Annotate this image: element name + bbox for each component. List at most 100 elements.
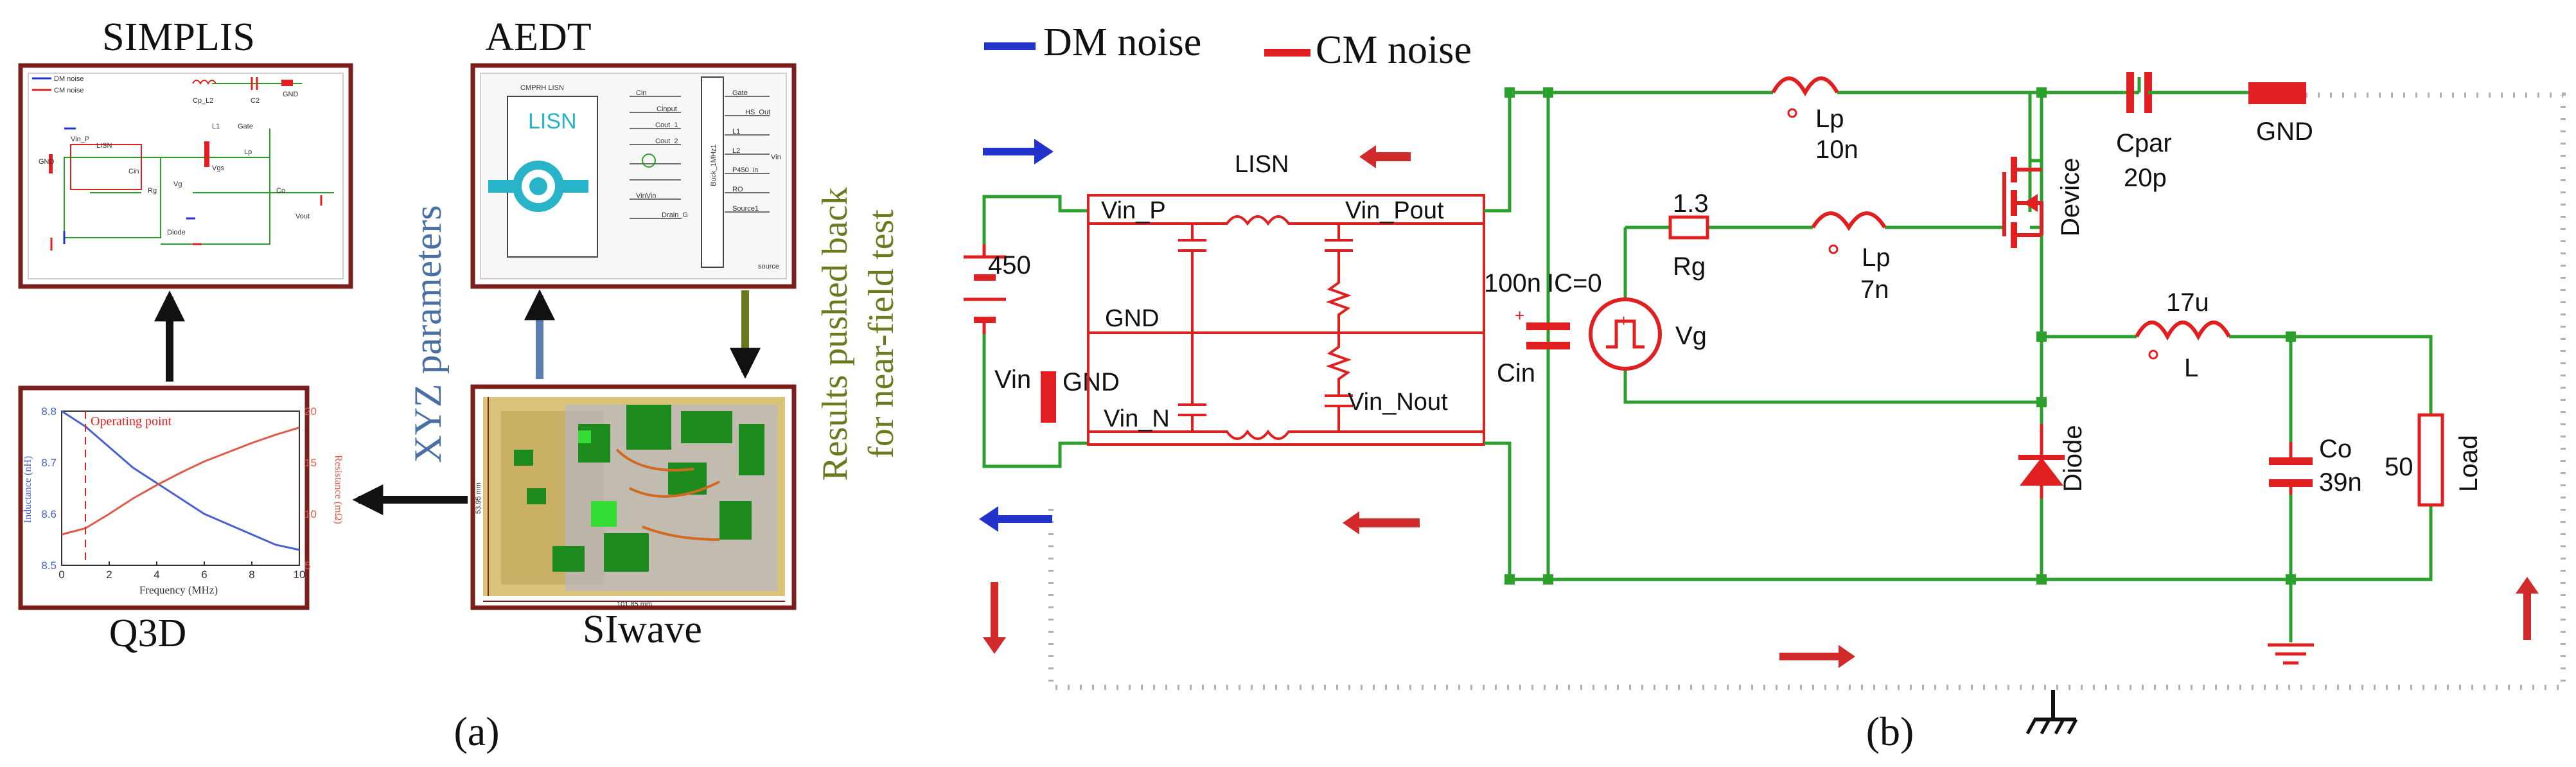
svg-text:+: + [1515,306,1524,325]
svg-text:Cout_2: Cout_2 [655,137,678,145]
svg-text:Vin_P: Vin_P [71,136,89,143]
svg-text:L2: L2 [732,147,740,155]
q3d-ylabel-left: Inductance (nH) [22,456,33,523]
svg-text:Vout: Vout [296,213,310,220]
legend-dm-label: DM noise [1043,21,1201,64]
simplis-legend-dm: DM noise [54,75,84,83]
cin-ic: IC=0 [1547,269,1602,297]
lp-top-inductor [1771,76,1839,97]
aedt-schematic: CMPRH LISN LISN Buck_1MHz1 Cin Cinput Co… [470,63,797,289]
svg-text:Cin: Cin [636,89,647,97]
q3d-y-right-tick-label: 10 [304,508,317,520]
svg-text:GND: GND [39,158,55,166]
cpar-value: 20p [2124,164,2167,192]
cpar-label: Cpar [2116,129,2172,157]
aedt-title: AEDT [485,15,591,59]
svg-text:+: + [1619,311,1628,330]
diode-label: Diode [2059,425,2087,492]
l-value: 17u [2166,288,2209,317]
q3d-x-tick-label: 10 [294,569,306,581]
ground-symbol-output [2268,643,2314,665]
chassis-ground-icon [2025,690,2078,735]
svg-text:Lp: Lp [244,148,252,156]
device-label: Device [2056,158,2085,236]
q3d-plot-area [61,410,300,566]
vg-source: + [1589,297,1662,371]
vin-pout-label: Vin_Pout [1345,197,1444,224]
mosfet-device [2002,157,2043,248]
co-label: Co [2319,435,2352,463]
results-label-2: for near-field test [861,209,901,459]
lp-gate-label: Lp [1862,243,1891,272]
gnd-block-source [1041,371,1056,423]
cin-capacitor: + [1515,306,1570,349]
simplis-title: SIMPLIS [102,15,255,59]
panel-a: SIMPLIS DM noise CM noise Cp_L2 C2 GND V… [18,15,901,754]
load-resistor [2417,413,2444,507]
aedt-component: CMPRH LISN [520,84,564,92]
q3d-y-tick-label: 8.7 [41,457,57,469]
svg-text:Gate: Gate [732,89,748,97]
xyz-parameters-label: XYZ parameters [407,205,449,463]
q3d-x-tick-label: 8 [249,569,254,581]
cin-label: Cin [1497,359,1535,387]
q3d-chart: Frequency (MHz) Inductance (nH) Resistan… [22,405,344,596]
q3d-y-tick-label: 8.8 [41,405,57,418]
panel-b: DM noise CM noise 450 Vin GND [964,21,2566,754]
svg-text:Source1: Source1 [732,205,759,213]
q3d-x-tick-label: 2 [106,569,112,581]
rg-resistor [1668,215,1709,240]
cm-arrow-mid [1343,511,1420,534]
svg-text:L1: L1 [212,123,220,130]
vin-source [964,244,1006,334]
svg-text:C2: C2 [251,97,260,105]
q3d-y-tick-label: 8.6 [41,508,57,520]
svg-text:Vin: Vin [771,154,781,161]
siwave-dim-horizontal: 101.85 mm [617,601,652,608]
cin-value: 100n [1484,269,1541,297]
q3d-y-right-tick-label: 5 [304,560,310,572]
svg-text:Cout_1: Cout_1 [655,121,678,129]
svg-text:Rg: Rg [148,187,157,195]
svg-text:Gate: Gate [238,123,253,130]
gnd-mid-label: GND [1105,305,1159,332]
load-value: 50 [2385,453,2413,481]
q3d-ylabel-right: Resistance (mΩ) [333,455,344,524]
svg-text:source: source [758,263,779,270]
q3d-y-tick-label: 8.5 [41,560,57,572]
simplis-schematic: DM noise CM noise Cp_L2 C2 GND Vin_P LIS… [18,63,353,289]
siwave-dim-vertical: 53.95 mm [475,482,482,514]
lp-top-value: 10n [1815,136,1858,164]
svg-text:P450_in: P450_in [732,166,758,174]
panel-a-label: (a) [454,709,499,754]
cpar-capacitor [2126,72,2248,113]
svg-text:GND: GND [283,91,299,98]
vin-nout-label: Vin_Nout [1348,389,1448,416]
dm-arrow-top [983,139,1054,164]
svg-text:Drain_G: Drain_G [662,211,688,219]
svg-text:HS_Out: HS_Out [745,109,770,116]
co-capacitor [2269,442,2313,495]
svg-text:Vg: Vg [173,181,182,188]
q3d-x-tick-label: 0 [58,569,64,581]
siwave-title: SIwave [583,608,702,651]
q3d-y-right-tick-label: 15 [304,457,317,469]
results-label-1: Results pushed back [815,187,855,480]
q3d-annotation: Operating point [91,414,172,428]
load-label: Load [2455,435,2483,492]
vin-n-label: Vin_N [1104,405,1170,432]
l-label: L [2184,354,2198,382]
svg-text:Co: Co [276,187,285,195]
svg-text:Cin: Cin [128,168,139,175]
cm-arrow-right-up [2516,577,2539,640]
gnd-source-label: GND [1063,368,1120,396]
cm-arrow-top [1359,145,1411,168]
rg-label: Rg [1673,252,1706,281]
lp-gate-value: 7n [1860,276,1889,304]
vg-label: Vg [1675,322,1707,350]
aedt-lisn-text: LISN [528,109,577,134]
gnd-top-label: GND [2256,118,2313,146]
l-inductor [2135,321,2231,341]
vin-label: Vin [994,366,1031,394]
svg-text:Vgs: Vgs [212,164,224,172]
